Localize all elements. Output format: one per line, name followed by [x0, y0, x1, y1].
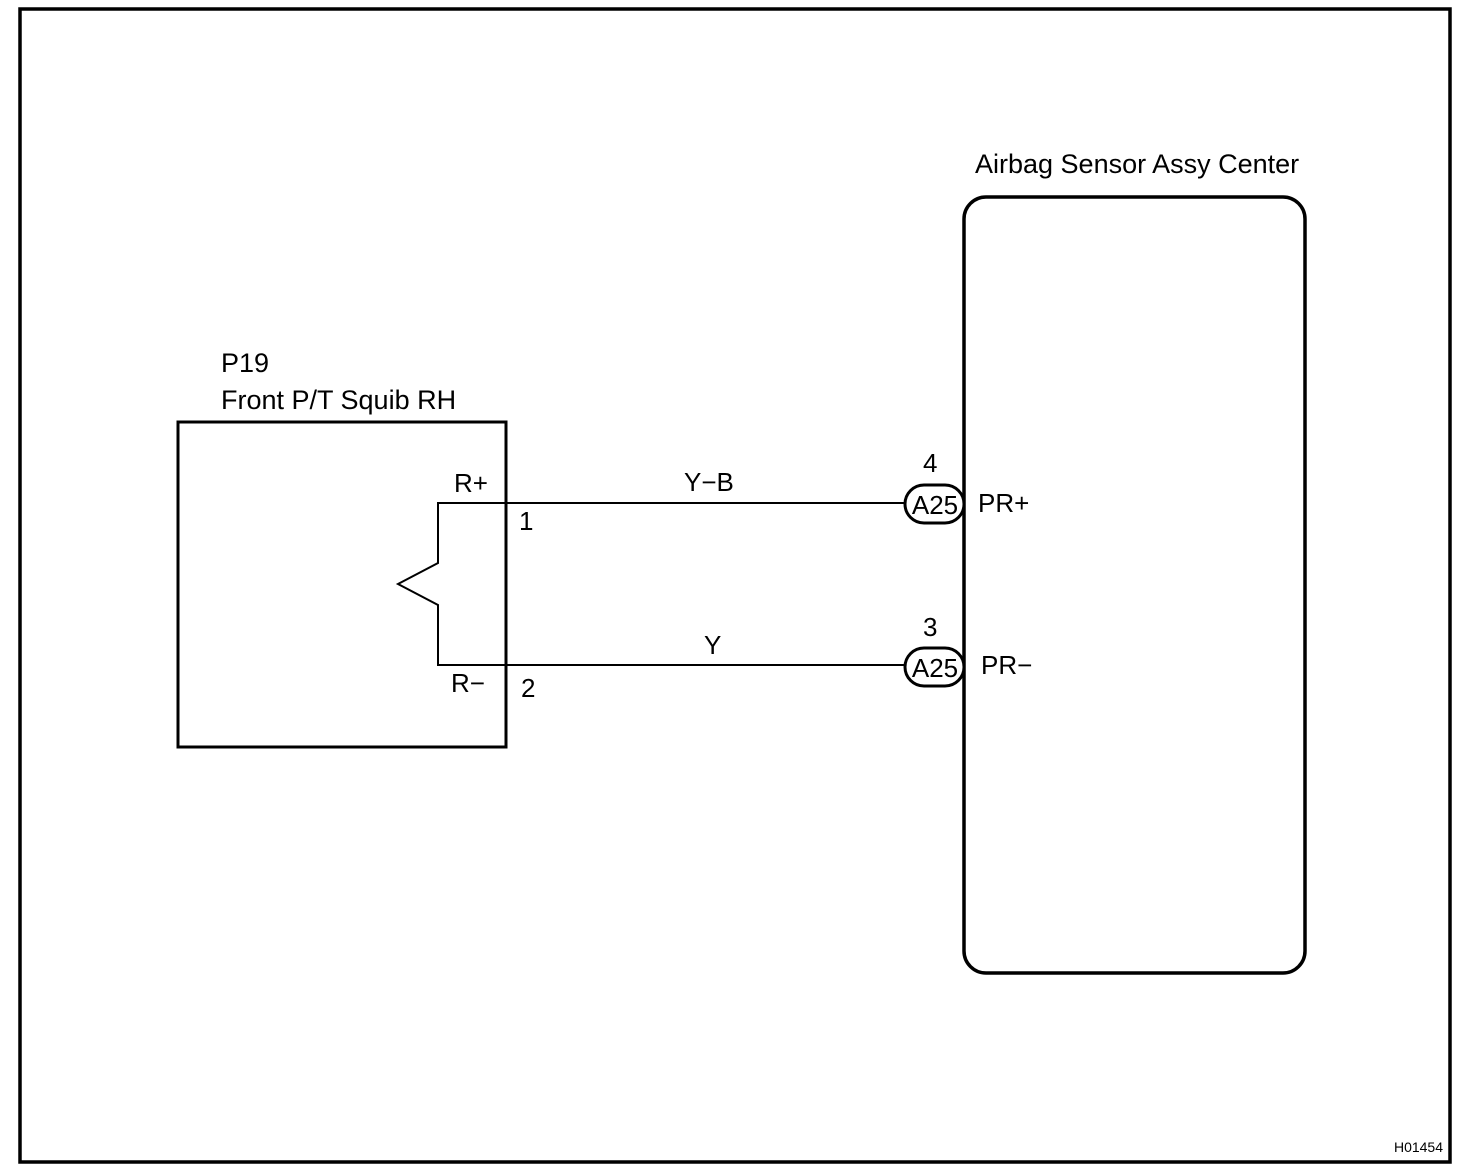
connector-code: A25: [912, 490, 958, 520]
squib-code: P19: [221, 348, 269, 378]
squib-pin-1: 1: [519, 506, 533, 536]
sensor-terminal-label-pr-plus: PR+: [978, 488, 1029, 518]
sensor-box: [962, 195, 1307, 975]
squib-box: [176, 420, 508, 749]
squib-terminal-label-r-minus: R−: [451, 668, 485, 698]
wire-y-b: Y−B: [506, 467, 906, 504]
sensor-component: Airbag Sensor Assy Center 4 A25 PR+ 3 A2…: [903, 149, 1307, 975]
connector-pin-4: 4: [923, 448, 937, 478]
sensor-terminal-label-pr-minus: PR−: [981, 650, 1032, 680]
connector-a25-pin-3: 3 A25 PR−: [903, 612, 1032, 688]
wire-color-y: Y: [704, 630, 721, 660]
connector-a25-pin-4: 4 A25 PR+: [903, 448, 1029, 525]
wire-y: Y: [506, 630, 906, 666]
page-border: [18, 7, 1452, 1164]
connector-pin-3: 3: [923, 612, 937, 642]
connector-code: A25: [912, 653, 958, 683]
squib-pin-2: 2: [521, 673, 535, 703]
squib-component: P19 Front P/T Squib RH R+ R− 1 2: [176, 348, 535, 749]
connector-pill: [903, 646, 966, 688]
sensor-name: Airbag Sensor Assy Center: [975, 149, 1299, 179]
squib-name: Front P/T Squib RH: [221, 385, 456, 415]
squib-terminal-label-r-plus: R+: [454, 468, 488, 498]
wire-color-y-b: Y−B: [684, 467, 734, 497]
squib-element-symbol: [395, 502, 506, 666]
figure-id: H01454: [1394, 1139, 1443, 1155]
connector-pill: [903, 483, 966, 525]
